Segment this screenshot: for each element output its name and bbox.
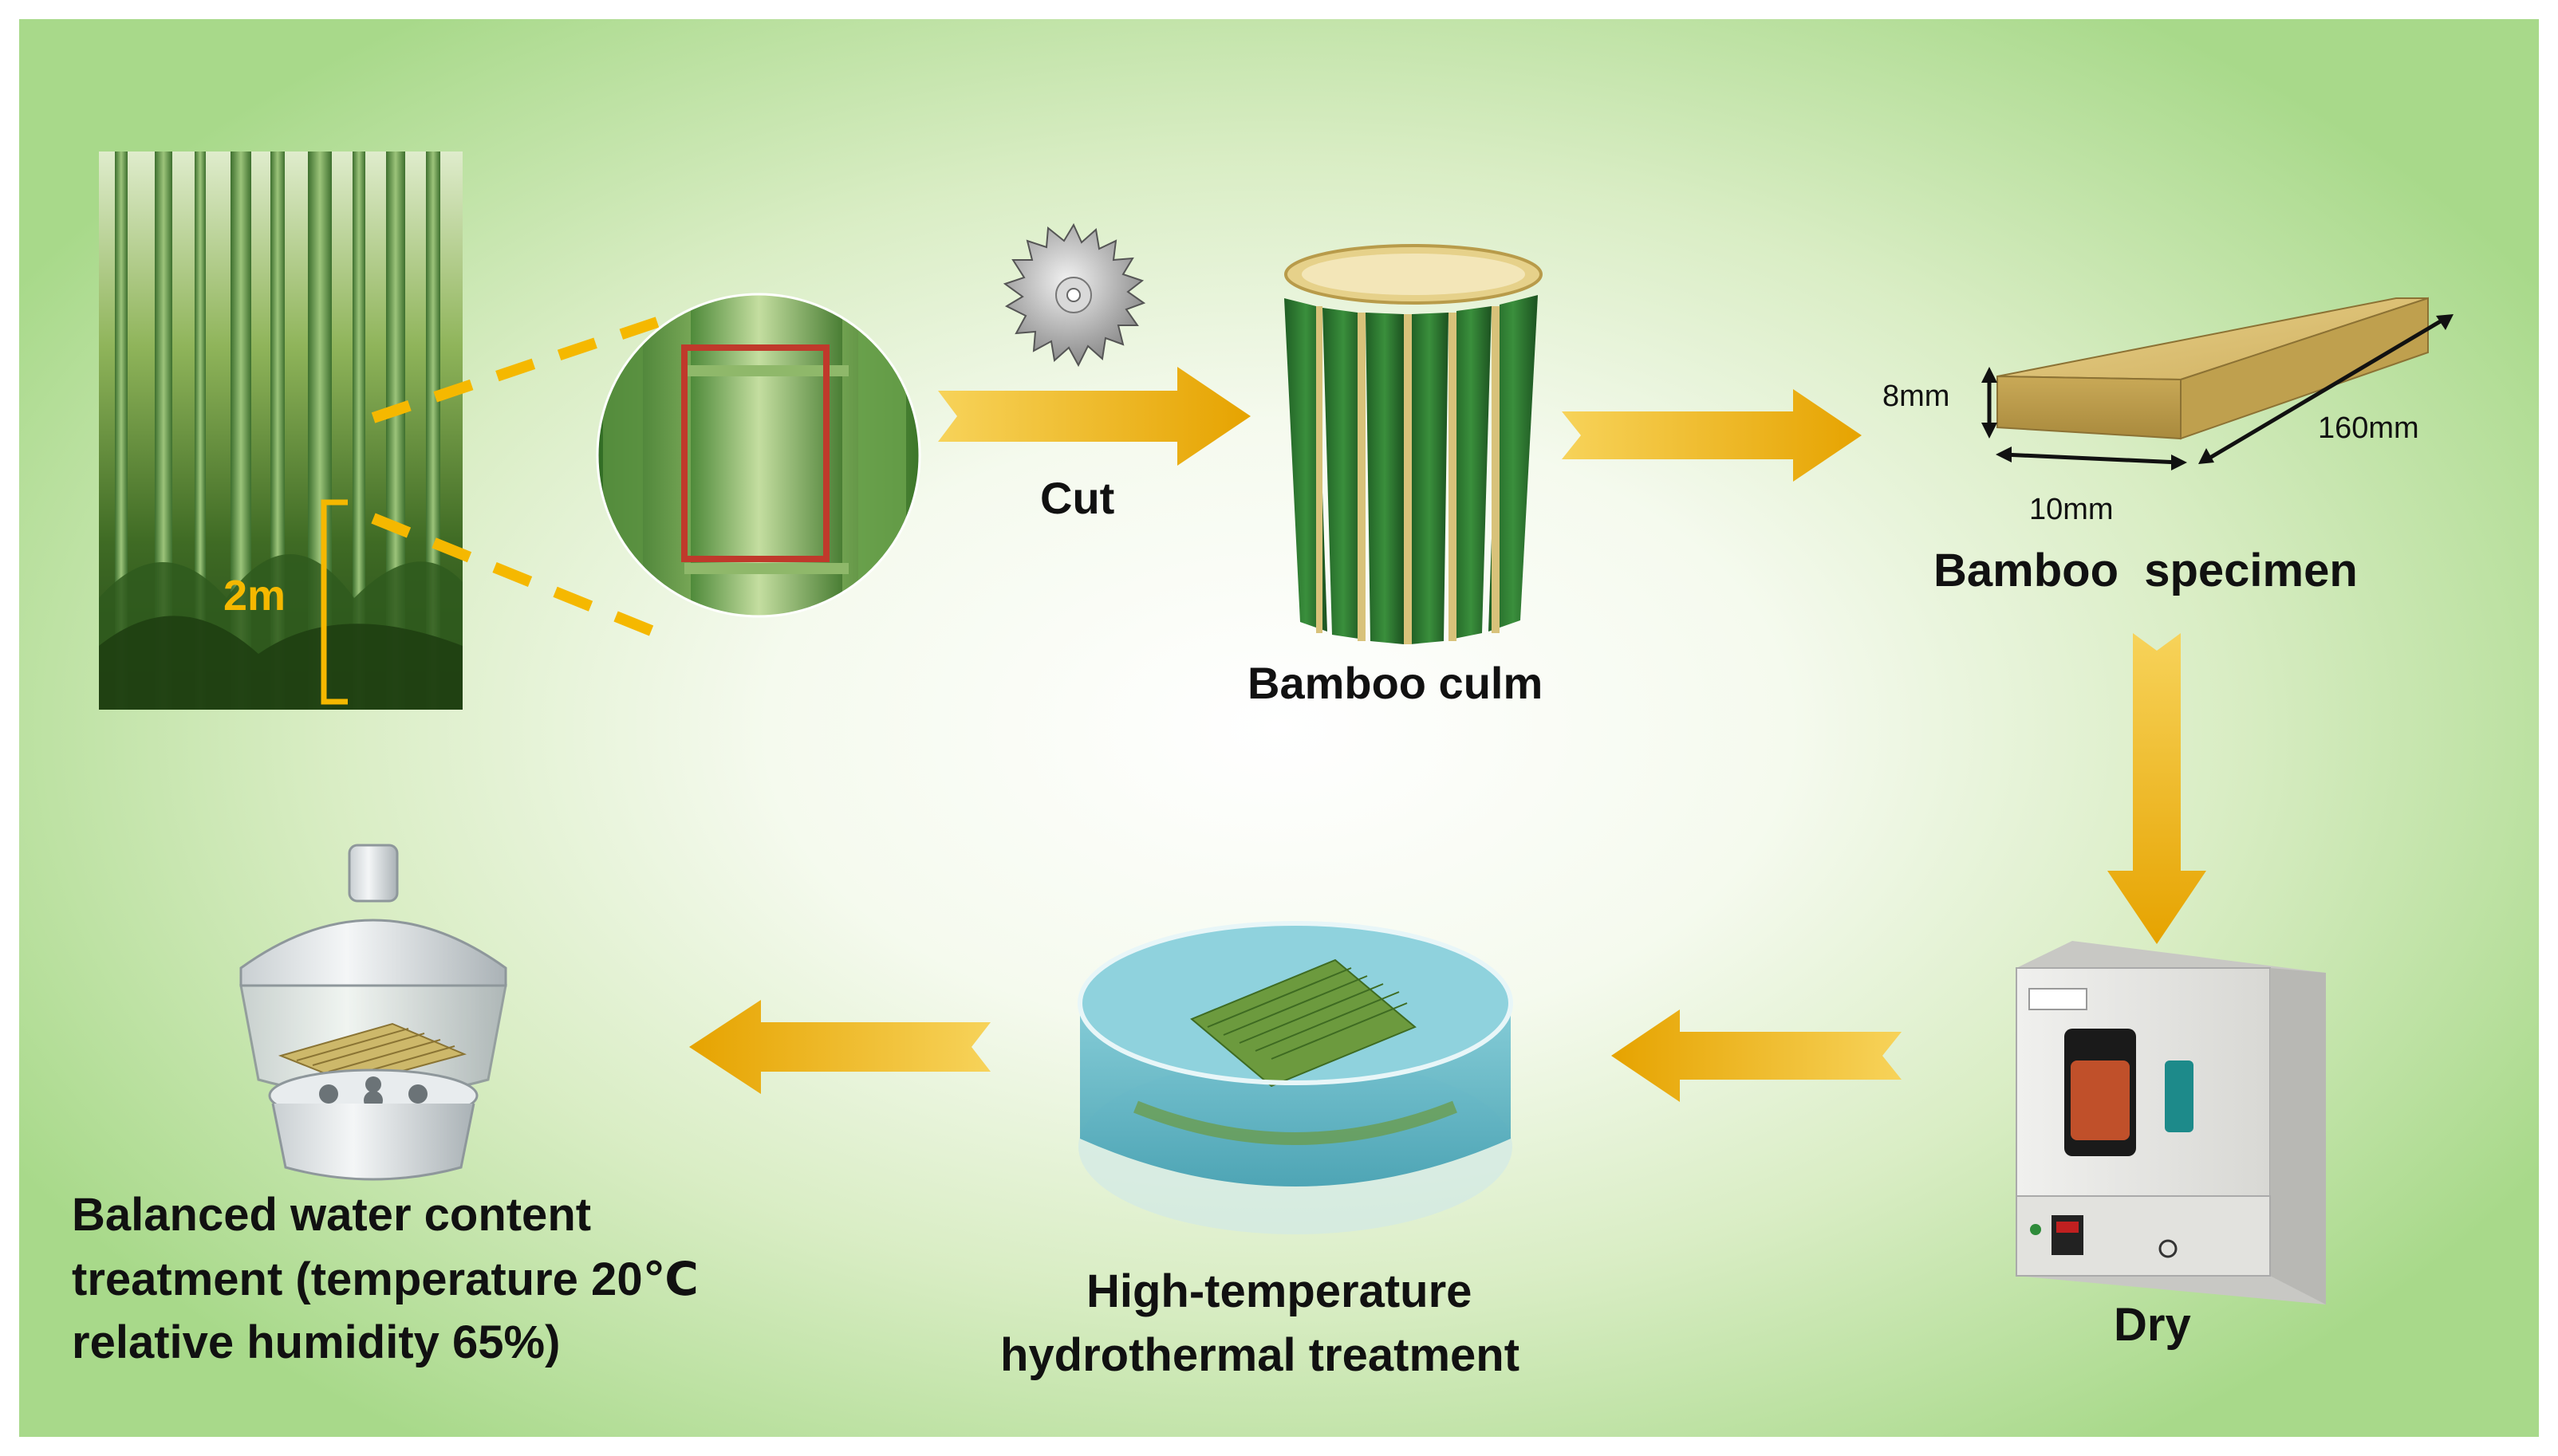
specimen-dimension-arrows (1981, 314, 2454, 470)
dry-label: Dry (2114, 1299, 2191, 1351)
balanced-label-line1: Balanced water content (72, 1189, 592, 1241)
width-label: 10mm (2029, 493, 2114, 526)
diagram-canvas: 2m (19, 19, 2539, 1437)
hydrothermal-label-line1: High-temperature (1086, 1265, 1472, 1317)
bamboo-forest-photo (99, 152, 463, 710)
arrow-to-hydrothermal (1611, 1009, 1902, 1102)
hydrothermal-label-line2: hydrothermal treatment (1000, 1329, 1520, 1381)
desiccator-icon (239, 844, 507, 1181)
balanced-label-line2: treatment (temperature 20℃ (72, 1253, 699, 1305)
balanced-label-line3: relative humidity 65%) (72, 1316, 561, 1368)
bamboo-specimen-label: Bamboo specimen (1933, 545, 2358, 596)
arrow-cut (938, 367, 1251, 466)
bamboo-culm-label: Bamboo culm (1247, 658, 1543, 708)
arrow-to-specimen (1562, 389, 1862, 482)
arrow-to-dry (2107, 633, 2206, 944)
length-label: 160mm (2318, 411, 2419, 445)
bamboo-closeup-icon (596, 293, 921, 618)
drying-oven-icon (2016, 941, 2326, 1304)
water-dish-icon (1078, 921, 1513, 1234)
zoom-lines (371, 317, 660, 639)
height-marker-label: 2m (223, 572, 286, 620)
thickness-label: 8mm (1882, 380, 1950, 413)
saw-blade-icon (1003, 222, 1146, 368)
bamboo-specimen-icon (1996, 297, 2429, 440)
arrow-to-balanced (689, 1000, 991, 1094)
cut-label: Cut (1040, 473, 1115, 523)
bamboo-culm-icon (1284, 244, 1543, 644)
